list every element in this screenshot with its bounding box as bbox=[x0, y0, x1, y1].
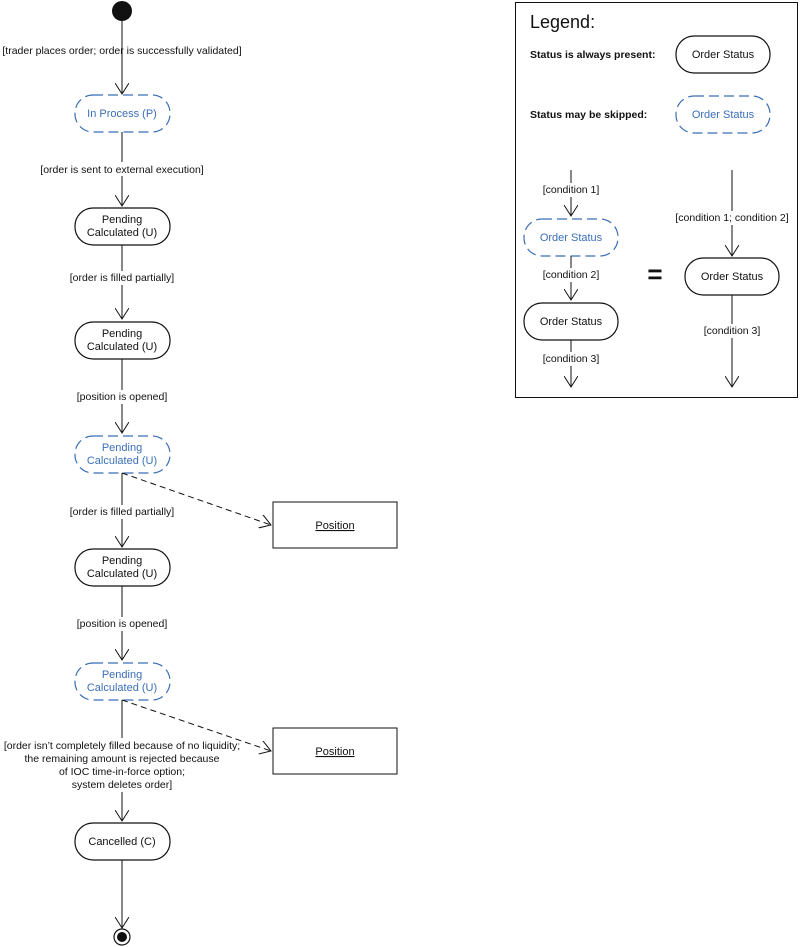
label-bg-2 bbox=[64, 271, 180, 285]
legend-left-dashed-state-label: Order Status bbox=[540, 232, 603, 244]
transition-label-6-line1: [order isn’t completely filled because o… bbox=[4, 740, 240, 752]
transition-label-6-line4: system deletes order] bbox=[72, 779, 172, 791]
legend-solid-state bbox=[675, 35, 771, 74]
state-label-line2: Calculated (U) bbox=[87, 341, 157, 353]
legend-cond1-label: [condition 1] bbox=[543, 184, 600, 196]
state-cancelled-label: Cancelled (C) bbox=[88, 836, 155, 848]
position-box-2 bbox=[272, 727, 398, 775]
legend-label-bg bbox=[674, 211, 790, 225]
initial-node bbox=[112, 1, 132, 21]
legend-skipped-label: Status may be skipped: bbox=[530, 109, 647, 121]
position-box-1 bbox=[272, 501, 398, 549]
legend-cond2-label: [condition 2] bbox=[543, 269, 600, 281]
dependency-arrow-2 bbox=[121, 699, 271, 751]
legend-cond12-label: [condition 1; condition 2] bbox=[675, 212, 788, 224]
transition-label-1: [order is sent to external execution] bbox=[40, 164, 204, 176]
transition-label-5: [position is opened] bbox=[77, 618, 168, 630]
state-label-line2: Calculated (U) bbox=[87, 455, 157, 467]
legend-dashed-state bbox=[675, 95, 771, 134]
legend-equals-sign: = bbox=[647, 259, 662, 289]
legend-label-bg bbox=[700, 324, 766, 338]
transition-label-3: [position is opened] bbox=[77, 391, 168, 403]
legend-cond3-right-label: [condition 3] bbox=[704, 325, 761, 337]
position-label-2: Position bbox=[315, 746, 354, 758]
label-bg-3 bbox=[70, 390, 174, 404]
transition-label-6-line3: of IOC time-in-force option; bbox=[59, 766, 185, 778]
state-label-line1: Pending bbox=[102, 442, 142, 454]
legend-right-solid-state-label: Order Status bbox=[701, 271, 764, 283]
legend-cond3-left-label: [condition 3] bbox=[543, 353, 600, 365]
dependency-arrow-1 bbox=[121, 472, 271, 525]
legend-label-bg bbox=[538, 268, 604, 282]
final-node-inner bbox=[117, 932, 127, 942]
label-bg-4 bbox=[64, 505, 180, 519]
state-in-process bbox=[74, 94, 171, 133]
state-label-line2: Calculated (U) bbox=[87, 682, 157, 694]
state-label-line1: Pending bbox=[102, 669, 142, 681]
transition-label-start: [trader places order; order is successfu… bbox=[2, 45, 241, 57]
label-bg-6 bbox=[0, 738, 244, 792]
legend-solid-state-label: Order Status bbox=[692, 49, 755, 61]
state-pending-calculated-optional-2 bbox=[74, 662, 171, 701]
legend-label-bg bbox=[538, 183, 604, 197]
legend-left-solid-state-label: Order Status bbox=[540, 316, 603, 328]
state-label-line1: Pending bbox=[102, 328, 142, 340]
legend-label-bg bbox=[538, 352, 604, 366]
label-bg-1 bbox=[36, 162, 208, 176]
label-bg-5 bbox=[70, 617, 174, 631]
state-label-line1: Pending bbox=[102, 555, 142, 567]
legend-title: Legend: bbox=[530, 12, 595, 32]
state-label-line2: Calculated (U) bbox=[87, 227, 157, 239]
state-pending-calculated-optional-1 bbox=[74, 435, 171, 474]
transition-label-2: [order is filled partially] bbox=[70, 272, 175, 284]
state-label-line2: Calculated (U) bbox=[87, 568, 157, 580]
state-label-line1: Pending bbox=[102, 214, 142, 226]
legend-always-label: Status is always present: bbox=[530, 49, 655, 61]
transition-label-4: [order is filled partially] bbox=[70, 506, 175, 518]
state-in-process-label: In Process (P) bbox=[87, 108, 157, 120]
legend-dashed-state-label: Order Status bbox=[692, 109, 755, 121]
position-label-1: Position bbox=[315, 520, 354, 532]
transition-label-6-line2: the remaining amount is rejected because bbox=[25, 753, 220, 765]
